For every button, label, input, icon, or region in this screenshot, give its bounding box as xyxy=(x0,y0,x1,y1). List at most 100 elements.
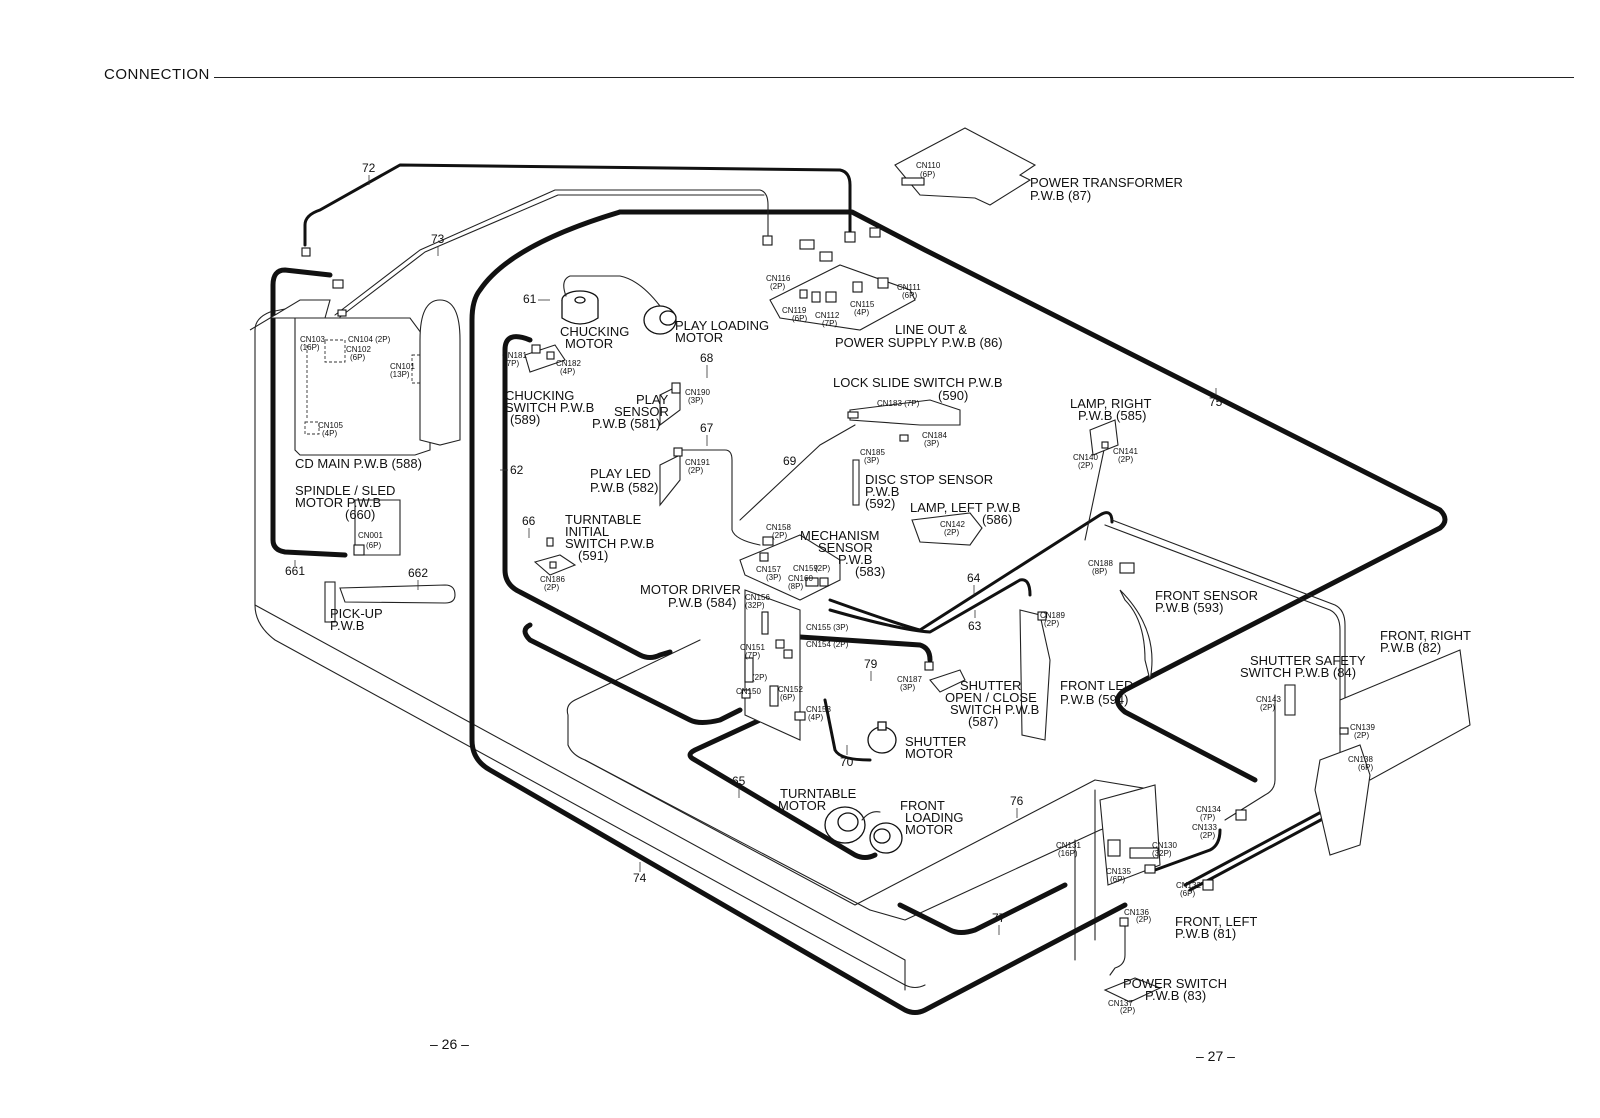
cn187-pins: (3P) xyxy=(900,683,915,692)
cn140-label: CN140 xyxy=(1073,453,1098,462)
cn152-pins: (6P) xyxy=(780,693,795,702)
cn157-pins: (3P) xyxy=(766,573,781,582)
wire-number-68: 68 xyxy=(700,351,714,365)
wire-number-77: 77 xyxy=(992,911,1006,925)
spindle-sled-board xyxy=(354,499,401,556)
label-cd-main: CD MAIN P.W.B (588) xyxy=(295,456,422,471)
cn111-pins: (6P) xyxy=(902,291,917,300)
wire-number-73: 73 xyxy=(431,232,445,246)
lamp-left-board xyxy=(911,512,983,546)
label-front-loading-2: LOADING xyxy=(905,810,964,825)
cn160-pins: (8P) xyxy=(788,582,803,591)
cn138-pins: (6P) xyxy=(1358,763,1373,772)
chucking-motor xyxy=(561,290,599,325)
cn185-pins: (3P) xyxy=(864,456,879,465)
label-mechanism-1: MECHANISM xyxy=(800,528,879,543)
cn136-pins: (2P) xyxy=(1136,915,1151,924)
cd-main-board xyxy=(294,317,431,456)
cn112-pins: (7P) xyxy=(822,319,837,328)
cn137-pins: (2P) xyxy=(1120,1006,1135,1015)
label-chucking-switch-3: (589) xyxy=(510,412,540,427)
label-front-led-1: FRONT LED xyxy=(1060,678,1133,693)
front-led-board xyxy=(1019,609,1051,741)
label-front-right-2: P.W.B (82) xyxy=(1380,640,1441,655)
wire-number-67: 67 xyxy=(700,421,714,435)
label-line-out-2: POWER SUPPLY P.W.B (86) xyxy=(835,335,1003,350)
wire-number-63: 63 xyxy=(968,619,982,633)
cn182-label: CN182 xyxy=(556,359,581,368)
label-play-sensor-3: P.W.B (581) xyxy=(592,416,660,431)
cn105-pins: (4P) xyxy=(322,429,337,438)
label-play-led-2: P.W.B (582) xyxy=(590,480,658,495)
cn001-pins: (6P) xyxy=(366,541,381,550)
cn105-label: CN105 xyxy=(318,421,343,430)
turntable-motor xyxy=(824,806,866,844)
shutter-switch-board xyxy=(929,669,966,693)
label-pickup-2: P.W.B xyxy=(330,618,364,633)
cn102-label: CN102 xyxy=(346,345,371,354)
cn132-label: CN132 xyxy=(1176,881,1201,890)
wire-number-76: 76 xyxy=(1010,794,1024,808)
wire-numbers: 72 73 61 68 67 69 75 62 66 64 63 79 70 6… xyxy=(285,161,1223,935)
label-shutter-switch-3: SWITCH P.W.B xyxy=(950,702,1039,717)
wire-number-66: 66 xyxy=(522,514,536,528)
cn188-label: CN188 xyxy=(1088,559,1113,568)
cn191-label: CN191 xyxy=(685,458,710,467)
cn111-label: CN111 xyxy=(897,283,921,292)
cn159-pins: (2P) xyxy=(815,564,830,573)
cn137-label: CN137 xyxy=(1108,999,1133,1008)
label-chucking-motor-1: CHUCKING xyxy=(560,324,629,339)
cd-main-disc-cylinder xyxy=(419,299,461,446)
cn131-label: CN131 xyxy=(1056,841,1081,850)
cn134-label: CN134 xyxy=(1196,805,1221,814)
label-play-sensor-2: SENSOR xyxy=(614,404,669,419)
label-play-loading-1: PLAY LOADING xyxy=(675,318,769,333)
label-lamp-right-2: P.W.B (585) xyxy=(1078,408,1146,423)
cn156-label: CN156 xyxy=(745,593,770,602)
cn190-pins: (3P) xyxy=(688,396,703,405)
cn136-label: CN136 xyxy=(1124,908,1149,917)
cn130-label: CN130 xyxy=(1152,841,1177,850)
wire-number-69: 69 xyxy=(783,454,797,468)
header-rule xyxy=(214,77,1574,78)
cn158-label: CN158 xyxy=(766,523,791,532)
cn131-pins: (16P) xyxy=(1058,849,1078,858)
label-motor-driver-1: MOTOR DRIVER xyxy=(640,582,741,597)
label-front-right-1: FRONT, RIGHT xyxy=(1380,628,1471,643)
cn151-pins: (7P) xyxy=(745,651,760,660)
cn152-label: CN152 xyxy=(778,685,803,694)
label-spindle-1: SPINDLE / SLED xyxy=(295,483,395,498)
wire-number-62: 62 xyxy=(510,463,524,477)
label-mechanism-2: SENSOR xyxy=(818,540,873,555)
cn187-label: CN187 xyxy=(897,675,922,684)
wire-number-79: 79 xyxy=(864,657,878,671)
cn151-label: CN151 xyxy=(740,643,765,652)
label-lock-slide-1: LOCK SLIDE SWITCH P.W.B xyxy=(833,375,1003,390)
label-shutter-safety-2: SWITCH P.W.B (84) xyxy=(1240,665,1356,680)
cn153-label: CN153 xyxy=(806,705,831,714)
cn103-pins: (16P) xyxy=(300,343,320,352)
cn135-label: CN135 xyxy=(1106,867,1131,876)
label-lamp-left-2: (586) xyxy=(982,512,1012,527)
pickup-board xyxy=(324,581,336,623)
page-number-right: – 27 – xyxy=(1196,1048,1235,1064)
label-front-led-2: P.W.B (594) xyxy=(1060,692,1128,707)
label-front-loading-1: FRONT xyxy=(900,798,945,813)
cn140-pins: (2P) xyxy=(1078,461,1093,470)
cn186-pins: (2P) xyxy=(544,583,559,592)
connector-labels: CN110 (6P) CN116 (2P) CN119 (6P) CN112 (… xyxy=(300,161,1375,1015)
cn110-pins: (6P) xyxy=(920,170,935,179)
label-disc-stop-3: (592) xyxy=(865,496,895,511)
label-lock-slide-2: (590) xyxy=(938,388,968,403)
label-disc-stop-2: P.W.B xyxy=(865,484,899,499)
cn116-label: CN116 xyxy=(766,274,791,283)
label-shutter-switch-4: (587) xyxy=(968,714,998,729)
pickup-flex xyxy=(339,584,456,604)
cn159-label: CN159 xyxy=(793,564,818,573)
label-shutter-motor-1: SHUTTER xyxy=(905,734,966,749)
label-turntable-switch-2: INITIAL xyxy=(565,524,609,539)
label-power-switch-1: POWER SWITCH xyxy=(1123,976,1227,991)
cn115-pins: (4P) xyxy=(854,308,869,317)
cn119-pins: (6P) xyxy=(792,314,807,323)
